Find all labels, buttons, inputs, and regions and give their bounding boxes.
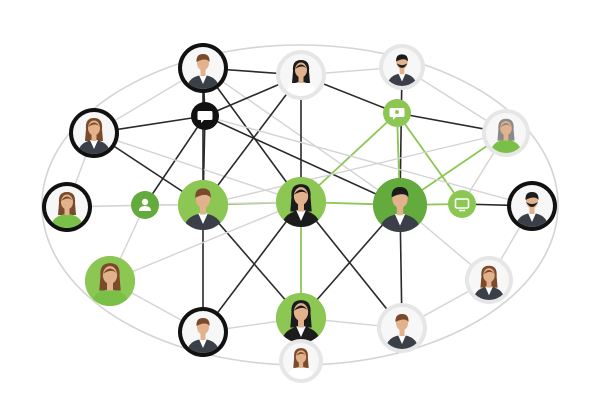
chat-bubble-icon (197, 111, 213, 123)
person-node (379, 44, 425, 90)
person-node (276, 293, 326, 343)
connection-line (202, 74, 302, 206)
connection-line (396, 112, 463, 205)
monitor-icon (454, 198, 470, 212)
person-node (85, 256, 135, 306)
connection-line (202, 67, 302, 203)
connection-line (109, 201, 302, 282)
icon-node (191, 102, 219, 130)
connection-line (202, 201, 302, 333)
person-node (279, 339, 323, 383)
person-node (507, 181, 557, 231)
person-node (42, 182, 92, 232)
chat-bubble-icon (389, 108, 405, 120)
person-node (69, 108, 119, 158)
icon-node (448, 190, 476, 218)
person-node (178, 43, 228, 93)
person-node (276, 177, 326, 227)
person-avatar-icon (89, 263, 131, 306)
connection-line (202, 132, 507, 206)
person-avatar-icon (280, 300, 322, 343)
person-node (178, 307, 228, 357)
person-node (465, 256, 513, 304)
connection-line (204, 115, 401, 206)
icon-node (131, 191, 159, 219)
person-node (178, 180, 228, 230)
icon-node (383, 99, 411, 127)
user-icon (139, 198, 151, 211)
person-node (377, 303, 427, 353)
person-node (276, 50, 326, 100)
network-nodes (42, 43, 557, 383)
connection-line (204, 115, 533, 207)
person-node (482, 109, 530, 157)
connection-line (300, 201, 403, 329)
